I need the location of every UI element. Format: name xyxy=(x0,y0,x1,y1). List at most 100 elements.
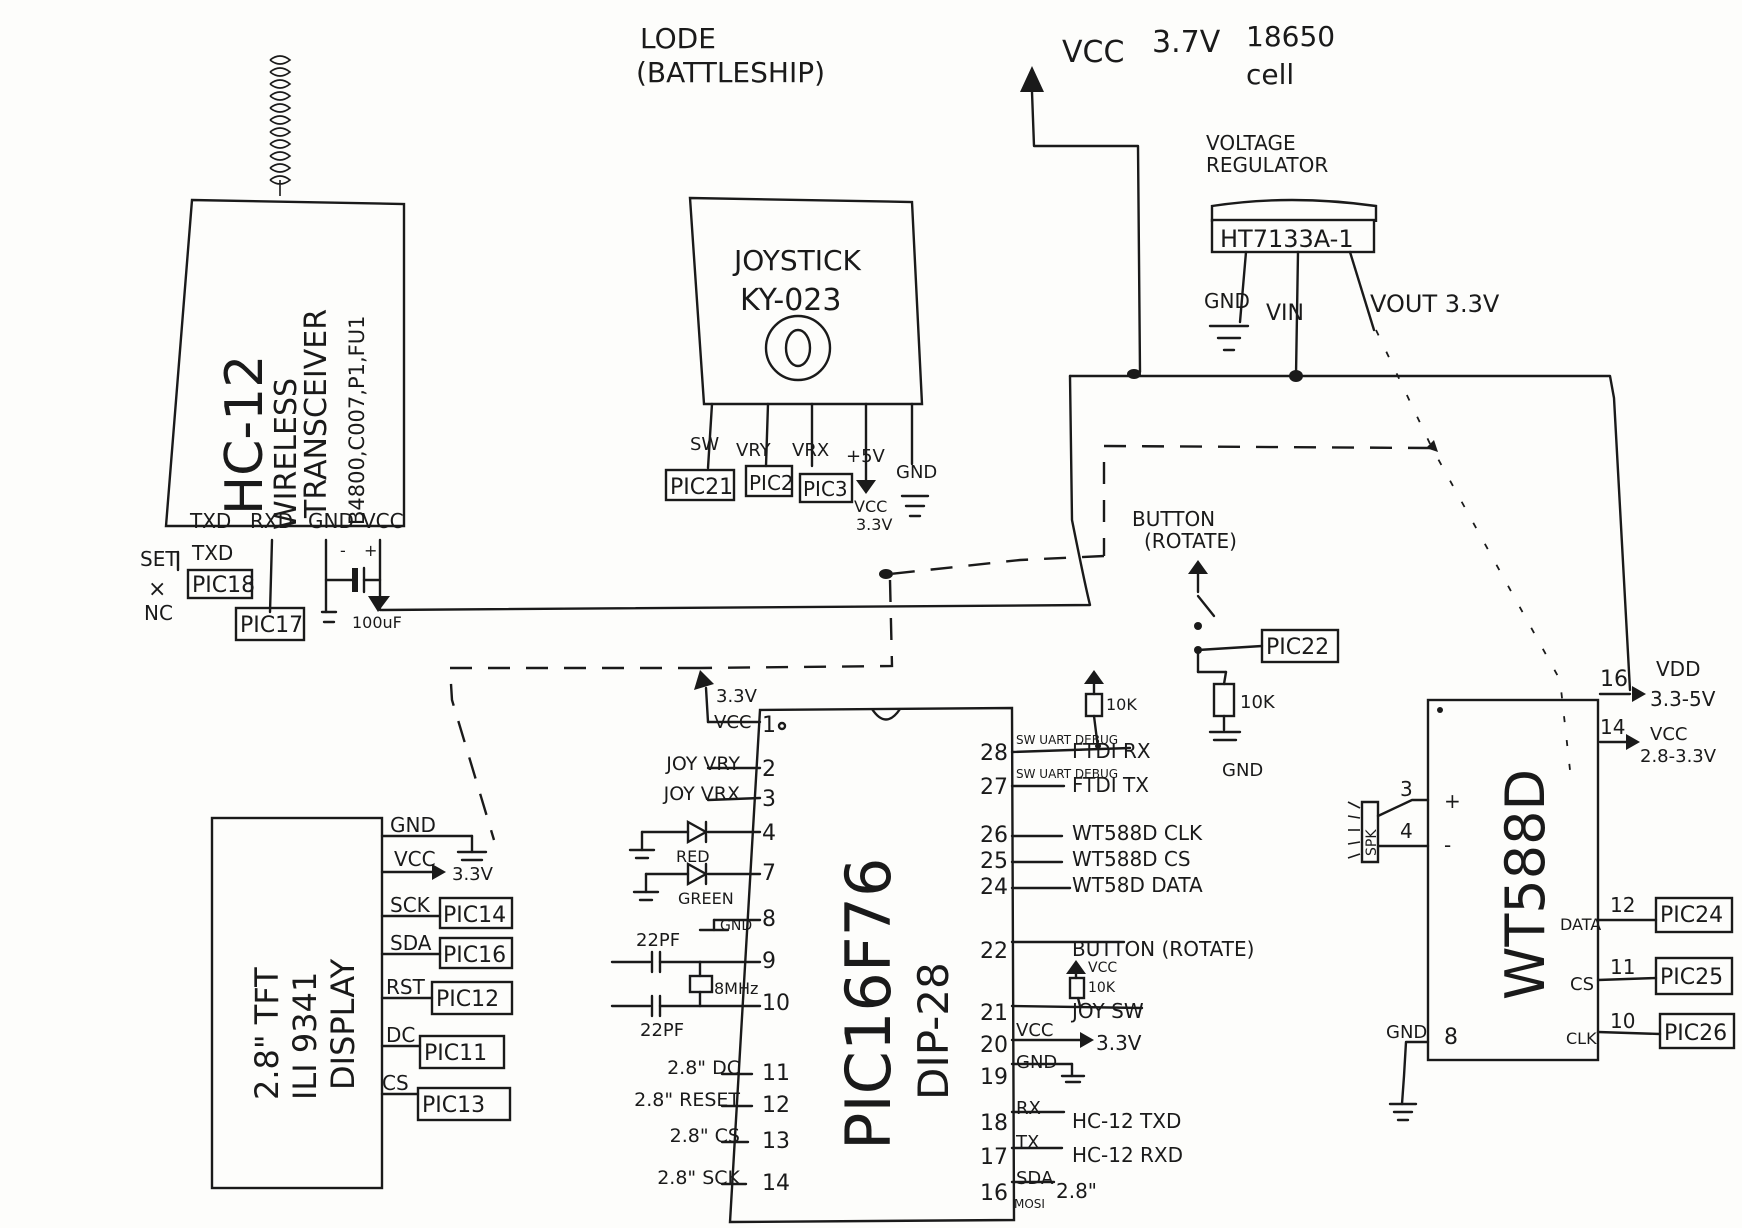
battery-wire xyxy=(1030,90,1142,374)
cap-minus: - xyxy=(340,541,346,560)
hc12-config: B4800,C007,P1,FU1 xyxy=(345,316,369,525)
vcc-arrow-icon xyxy=(1020,66,1044,92)
wt-pin16: 16 xyxy=(1600,667,1628,692)
antenna-icon xyxy=(269,55,292,196)
pic-right-pin-label: BUTTON (ROTATE) xyxy=(1072,937,1254,961)
wt-pic24-box xyxy=(1654,896,1734,934)
pic-left-pin-num: 3 xyxy=(762,787,776,812)
pic-right-pin-tag: VCC xyxy=(1016,1020,1053,1041)
battery-cell-type: 18650 xyxy=(1246,20,1335,53)
hc12-x: × xyxy=(148,577,166,602)
wt-clk: CLK xyxy=(1566,1029,1597,1048)
hc12-txd-label: TXD xyxy=(191,541,233,565)
regulator-body xyxy=(1210,218,1376,254)
pic-left-pin-num: 8 xyxy=(762,907,776,932)
speaker-icon xyxy=(1360,800,1380,864)
voltage-regulator: VOLTAGE REGULATOR HT7133A-1 GND VIN VOUT… xyxy=(1204,131,1500,377)
cap-value: 100uF xyxy=(352,613,402,632)
pic-right-pin-label: 2.8" xyxy=(1056,1179,1097,1203)
tft-body xyxy=(210,816,384,1190)
wt-pin11: 11 xyxy=(1610,955,1635,979)
joy-pic21: PIC21 xyxy=(670,475,733,500)
pic-right-pin-num: 28 xyxy=(980,741,1008,766)
joy-pin-vrx: VRX xyxy=(792,440,829,461)
pic-left-pin-num: 13 xyxy=(762,1129,790,1154)
joy-vcc-arrow-icon xyxy=(856,480,876,494)
hc12-pin-gnd: GND xyxy=(308,509,354,533)
hc12-pin-txd: TXD xyxy=(189,509,231,533)
tft-pic14: PIC14 xyxy=(443,903,506,928)
regulator-vin: VIN xyxy=(1266,301,1304,326)
pic-right-pin-label: FTDI RX xyxy=(1072,739,1151,763)
wt-pin14: 14 xyxy=(1600,715,1625,739)
pic-right-pin-num: 24 xyxy=(980,875,1008,900)
dashed-3v3-tft xyxy=(448,666,700,841)
joy-pin-5v: +5V xyxy=(846,446,886,467)
pic-mosi: MOSI xyxy=(1014,1197,1045,1211)
pic-left-pin-label: 2.8" SCK xyxy=(657,1167,740,1189)
button-gnd: GND xyxy=(1222,760,1263,781)
vcc-rail xyxy=(1068,374,1632,692)
pic-right-pin-num: 22 xyxy=(980,939,1008,964)
pic-v33: 3.3V xyxy=(716,686,758,707)
cap-plus: + xyxy=(364,541,377,560)
joystick-body xyxy=(688,196,924,406)
tft-pic11: PIC11 xyxy=(424,1041,487,1066)
joy-pin-sw: SW xyxy=(690,434,719,455)
wt588d-title: WT588D xyxy=(1494,769,1557,1000)
pic-left-pin-num: 12 xyxy=(762,1093,790,1118)
pic-right-pin-label: HC-12 RXD xyxy=(1072,1143,1183,1167)
wt-minus: - xyxy=(1444,833,1451,857)
pic-left-pin-label: 2.8" CS xyxy=(670,1125,740,1147)
tft-pic12-box xyxy=(430,980,514,1016)
pic-right-pin-label: WT588D CS xyxy=(1072,847,1191,871)
hc12-pic18-box xyxy=(186,568,254,600)
title-line2: (BATTLESHIP) xyxy=(636,56,825,89)
wt-plus: + xyxy=(1444,789,1461,813)
tft-pic13: PIC13 xyxy=(422,1093,485,1118)
led-red: RED xyxy=(676,847,710,866)
button-res-label: 10K xyxy=(1240,692,1276,713)
pin28-res: 10K xyxy=(1106,695,1137,714)
wt-data: DATA xyxy=(1560,915,1601,934)
pic16f76-chip: PIC16F76 DIP-28 3.3V VCC RED xyxy=(610,670,1254,1224)
joy-pic3: PIC3 xyxy=(803,477,848,501)
joy-pic3-box xyxy=(798,472,854,504)
pic-right-pin-tag: SW UART DEBUG xyxy=(1016,767,1118,781)
pic-body xyxy=(728,706,1016,1224)
joy-pin-vry: VRY xyxy=(736,440,772,461)
cap-22pf-bot: 22PF xyxy=(640,1020,684,1041)
hc12-set: SET xyxy=(140,547,178,571)
joy-v33: 3.3V xyxy=(856,515,892,534)
title-line1: LODE xyxy=(640,22,716,55)
tft-pic16-box xyxy=(438,936,514,970)
wt-vdd: VDD xyxy=(1656,657,1700,681)
tft-pin-gnd: GND xyxy=(390,813,436,837)
wt-cs: CS xyxy=(1570,974,1594,995)
pin21-vcc: VCC xyxy=(1088,960,1117,976)
pic-left-pin-num: 1 xyxy=(762,713,776,738)
hc12-pin-rxd: RXD xyxy=(250,509,293,533)
button-resistor xyxy=(1212,682,1236,718)
hc12-sub2: TRANSCEIVER xyxy=(299,309,334,519)
hc12-nc: NC xyxy=(144,601,173,625)
pic-right-pin-tag: SDA xyxy=(1016,1168,1054,1189)
button-pic22-box xyxy=(1260,628,1340,664)
tft-pin-sda: SDA xyxy=(390,931,432,955)
pic-right-pin-num: 27 xyxy=(980,775,1008,800)
pic-right-pin-num: 17 xyxy=(980,1145,1008,1170)
vcc-arrow-hc12-icon xyxy=(368,596,390,612)
dashed-3v3-top xyxy=(1102,444,1431,556)
wt-pin3: 3 xyxy=(1400,777,1413,801)
regulator-label1: VOLTAGE xyxy=(1206,131,1296,155)
pic-right-pin-label: HC-12 TXD xyxy=(1072,1109,1181,1133)
tft-pin-dc: DC xyxy=(386,1023,415,1047)
joy-pin-gnd: GND xyxy=(896,462,937,483)
pic-right-pin-num: 20 xyxy=(980,1033,1008,1058)
tft-pin-vcc: VCC xyxy=(394,847,436,871)
pic-left-pin-num: 14 xyxy=(762,1171,790,1196)
battery-supply: VCC 3.7V 18650 cell xyxy=(1020,20,1335,374)
regulator-part: HT7133A-1 xyxy=(1220,225,1354,253)
